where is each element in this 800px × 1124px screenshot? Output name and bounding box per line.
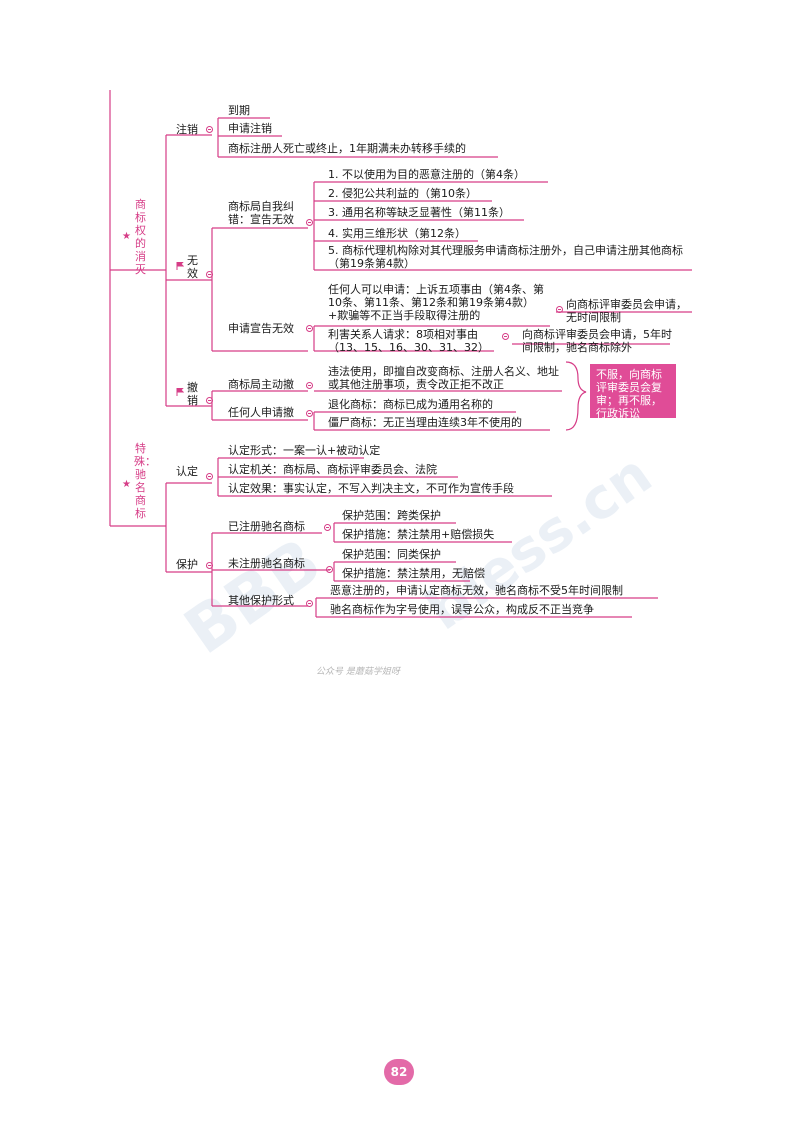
- leaf-expiry: 到期: [228, 104, 250, 117]
- node-invalidation: 无效: [187, 254, 198, 280]
- leaf-unregistered-measures: 保护措施：禁注禁用，无赔偿: [342, 567, 485, 580]
- node-office-initiated: 商标局主动撤: [228, 378, 294, 391]
- leaf-anyone-result: 向商标评审委员会申请，无时间限制: [566, 298, 687, 324]
- collapse-toggle-icon[interactable]: [206, 562, 213, 569]
- page-number: 82: [384, 1059, 414, 1085]
- leaf-apply-cancel: 申请注销: [228, 122, 272, 135]
- node-other-protection: 其他保护形式: [228, 594, 294, 607]
- node-protection: 保护: [176, 558, 198, 571]
- collapse-toggle-icon[interactable]: [206, 271, 213, 278]
- node-registered-well-known: 已注册驰名商标: [228, 520, 305, 533]
- node-apply-invalidation: 申请宣告无效: [228, 322, 294, 335]
- leaf-illegal-use: 违法使用，即擅自改变商标、注册人名义、地址或其他注册事项，责令改正拒不改正: [328, 365, 559, 391]
- leaf-lack-distinctiveness: 3. 通用名称等缺乏显著性（第11条）: [328, 206, 510, 219]
- leaf-unregistered-scope: 保护范围：同类保护: [342, 548, 441, 561]
- leaf-agency-registration: 5. 商标代理机构除对其代理服务申请商标注册外，自己申请注册其他商标（第19条第…: [328, 244, 683, 270]
- leaf-no-use-bad-faith: 1. 不以使用为目的恶意注册的（第4条）: [328, 168, 525, 181]
- leaf-public-interest: 2. 侵犯公共利益的（第10条）: [328, 187, 477, 200]
- leaf-recognition-effect: 认定效果：事实认定，不写入判决主文，不可作为宣传手段: [228, 482, 514, 495]
- node-anyone-apply-revoke: 任何人申请撤: [228, 406, 294, 419]
- leaf-registered-scope: 保护范围：跨类保护: [342, 509, 441, 522]
- branch-label-trademark-extinction: 商标权的消灭: [135, 198, 146, 276]
- leaf-interested-result: 向商标评审委员会申请，5年时间限制，驰名商标除外: [522, 328, 672, 354]
- collapse-toggle-icon[interactable]: [556, 306, 563, 313]
- leaf-anyone-may-apply: 任何人可以申请：上诉五项事由（第4条、第10条、第11条、第12条和第19条第4…: [328, 283, 544, 322]
- leaf-3d-shape: 4. 实用三维形状（第12条）: [328, 227, 466, 240]
- remedy-box: 不服，向商标评审委员会复审；再不服，行政诉讼: [590, 364, 676, 420]
- leaf-recognition-form: 认定形式：一案一认+被动认定: [228, 444, 381, 457]
- node-cancellation: 注销: [176, 123, 198, 136]
- collapse-toggle-icon[interactable]: [502, 333, 509, 340]
- collapse-toggle-icon[interactable]: [306, 600, 313, 607]
- leaf-registered-measures: 保护措施：禁注禁用+赔偿损失: [342, 528, 495, 541]
- leaf-registrant-death: 商标注册人死亡或终止，1年期满未办转移手续的: [228, 142, 466, 155]
- leaf-recognition-authority: 认定机关：商标局、商标评审委员会、法院: [228, 463, 437, 476]
- node-self-correction: 商标局自我纠错：宣告无效: [228, 200, 294, 226]
- collapse-toggle-icon[interactable]: [306, 325, 313, 332]
- footer-credit: 公众号 是蘑菇学姐呀: [316, 667, 400, 677]
- leaf-bad-faith-registration: 恶意注册的，申请认定商标无效，驰名商标不受5年时间限制: [330, 584, 623, 597]
- star-icon: ★: [122, 231, 131, 242]
- flag-icon: [176, 388, 184, 396]
- collapse-toggle-icon[interactable]: [324, 524, 331, 531]
- node-recognition: 认定: [176, 465, 198, 478]
- star-icon: ★: [122, 479, 131, 490]
- collapse-toggle-icon[interactable]: [306, 410, 313, 417]
- collapse-toggle-icon[interactable]: [206, 397, 213, 404]
- collapse-toggle-icon[interactable]: [206, 126, 213, 133]
- leaf-generic-mark: 退化商标：商标已成为通用名称的: [328, 398, 493, 411]
- collapse-toggle-icon[interactable]: [326, 566, 333, 573]
- node-unregistered-well-known: 未注册驰名商标: [228, 557, 305, 570]
- collapse-toggle-icon[interactable]: [206, 473, 213, 480]
- leaf-zombie-mark: 僵尸商标：无正当理由连续3年不使用的: [328, 416, 522, 429]
- collapse-toggle-icon[interactable]: [306, 382, 313, 389]
- collapse-toggle-icon[interactable]: [306, 219, 313, 226]
- leaf-interested-party: 利害关系人请求：8项相对事由（13、15、16、30、31、32）: [328, 328, 489, 354]
- branch-label-well-known-mark: 特殊：驰名商标: [134, 442, 156, 520]
- flag-icon: [176, 262, 184, 270]
- node-revocation: 撤销: [187, 381, 198, 407]
- leaf-trade-name-use: 驰名商标作为字号使用，误导公众，构成反不正当竞争: [330, 603, 594, 616]
